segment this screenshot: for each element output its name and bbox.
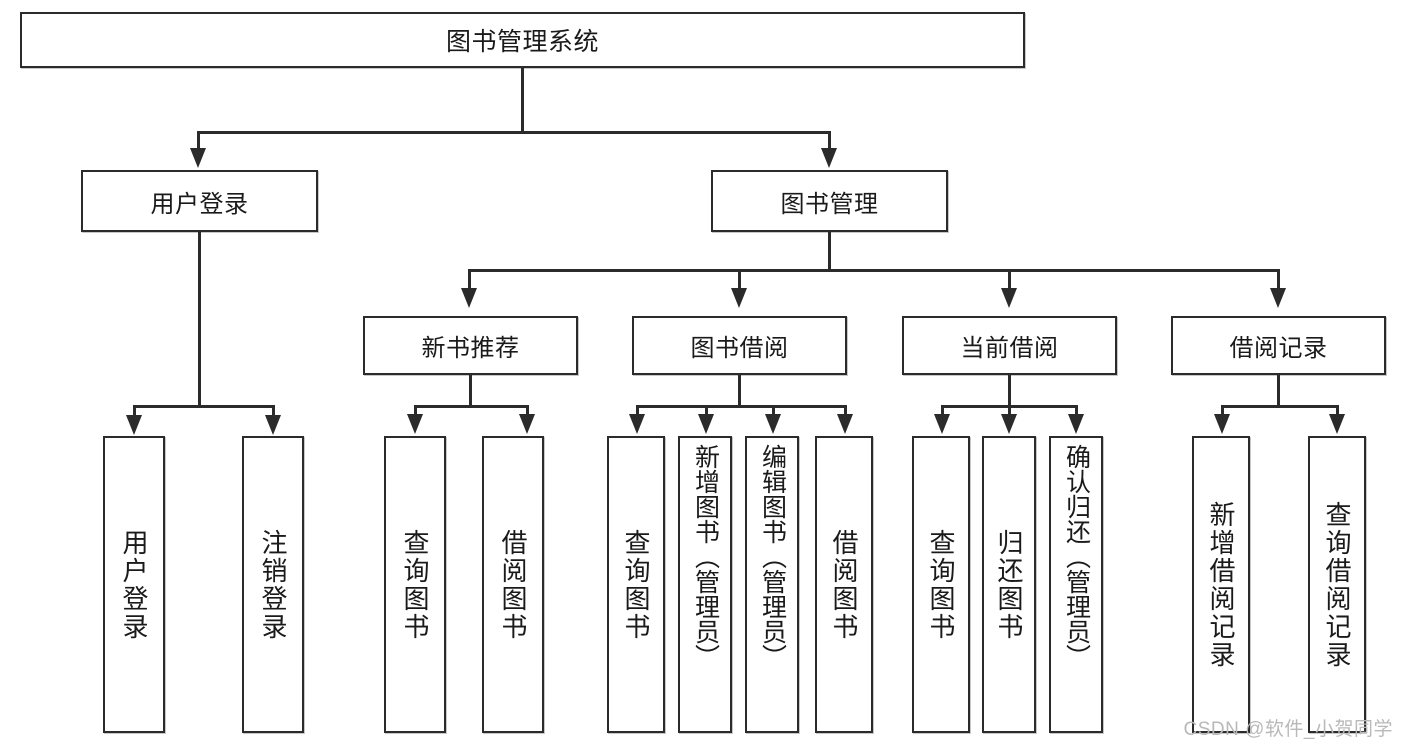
connector-bm-to-new-book	[468, 269, 471, 293]
leaf-user-login[interactable]: 用户登录	[103, 436, 165, 733]
node-label: 编辑图书（管理员）	[758, 444, 787, 669]
node-label: 查询借阅记录	[1322, 500, 1353, 669]
csdn-watermark: CSDN @软件_小贺同学	[1183, 719, 1393, 740]
node-book-borrow[interactable]: 图书借阅	[632, 316, 847, 375]
connector-bm-to-borrow-record	[1277, 269, 1280, 293]
node-label: 图书管理	[780, 190, 879, 218]
connector-book-manage-bar	[468, 269, 1280, 272]
leaf-return-book[interactable]: 归还图书	[982, 436, 1036, 733]
connector-cb-to-leaf-3	[1075, 405, 1078, 419]
connector-nbr-to-leaf-2	[526, 405, 529, 419]
node-label: 当前借阅	[960, 335, 1059, 362]
connector-nbr-bar	[414, 405, 529, 408]
node-user-login[interactable]: 用户登录	[81, 170, 318, 232]
connector-bb-to-leaf-2	[705, 405, 708, 419]
arrowhead-br-leaf-1	[1214, 414, 1230, 434]
node-label: 查询图书	[400, 528, 431, 641]
connector-root-to-book-manage	[828, 131, 831, 153]
arrowhead-user-login-leaf-1	[126, 415, 142, 435]
connector-bb-stem	[738, 375, 741, 407]
node-label: 查询图书	[621, 528, 652, 641]
connector-nbr-stem	[469, 375, 472, 407]
connector-book-manage-stem	[828, 232, 831, 271]
node-label: 注销登录	[258, 528, 289, 641]
arrowhead-nbr-leaf-1	[407, 414, 423, 434]
arrowhead-bb-leaf-4	[837, 414, 853, 434]
connector-nbr-to-leaf-1	[414, 405, 417, 419]
connector-br-stem	[1277, 375, 1280, 407]
node-label: 用户登录	[119, 528, 150, 641]
connector-user-login-stem	[198, 232, 201, 408]
node-label: 图书管理系统	[445, 28, 599, 56]
connector-user-login-bar	[133, 405, 275, 408]
node-label: 借阅图书	[829, 528, 860, 641]
leaf-borrow-book-bb[interactable]: 借阅图书	[815, 436, 873, 733]
arrowhead-bb-leaf-2	[698, 414, 714, 434]
connector-user-login-to-leaf-2	[272, 405, 275, 421]
connector-br-to-leaf-1	[1221, 405, 1224, 419]
leaf-query-borrow-record[interactable]: 查询借阅记录	[1308, 436, 1366, 733]
arrowhead-cb-leaf-3	[1068, 414, 1084, 434]
leaf-confirm-return-admin[interactable]: 确认归还（管理员）	[1049, 436, 1103, 733]
leaf-logout-login[interactable]: 注销登录	[242, 436, 304, 733]
leaf-query-book-nbr[interactable]: 查询图书	[384, 436, 446, 733]
arrowhead-cb-leaf-1	[934, 414, 950, 434]
connector-cb-to-leaf-2	[1008, 405, 1011, 419]
leaf-edit-book-admin[interactable]: 编辑图书（管理员）	[745, 436, 799, 733]
connector-root-bar	[197, 131, 830, 134]
connector-bm-to-book-borrow	[738, 269, 741, 293]
leaf-borrow-book-nbr[interactable]: 借阅图书	[482, 436, 544, 733]
leaf-query-book-cb[interactable]: 查询图书	[912, 436, 970, 733]
arrowhead-bm-to-borrow-record	[1270, 288, 1286, 308]
leaf-query-book-bb[interactable]: 查询图书	[607, 436, 665, 733]
connector-root-to-user-login	[197, 131, 200, 153]
connector-cb-stem	[1008, 375, 1011, 407]
connector-cb-to-leaf-1	[941, 405, 944, 419]
node-root-system[interactable]: 图书管理系统	[20, 12, 1025, 68]
node-label: 用户登录	[150, 190, 249, 218]
leaf-add-borrow-record[interactable]: 新增借阅记录	[1192, 436, 1250, 733]
arrowhead-br-leaf-2	[1329, 414, 1345, 434]
node-label: 借阅图书	[498, 528, 529, 641]
node-label: 确认归还（管理员）	[1062, 444, 1091, 669]
node-label: 归还图书	[994, 528, 1025, 641]
node-new-book-recommend[interactable]: 新书推荐	[363, 316, 578, 375]
connector-user-login-to-leaf-1	[133, 405, 136, 421]
leaf-add-book-admin[interactable]: 新增图书（管理员）	[678, 436, 732, 733]
node-current-borrow[interactable]: 当前借阅	[902, 316, 1117, 375]
node-label: 新增图书（管理员）	[691, 444, 720, 669]
connector-bb-to-leaf-3	[772, 405, 775, 419]
node-label: 查询图书	[926, 528, 957, 641]
connector-br-bar	[1221, 405, 1339, 408]
arrowhead-user-login-leaf-2	[265, 415, 281, 435]
arrowhead-bm-to-current-borrow	[1001, 288, 1017, 308]
connector-bb-bar	[636, 405, 847, 408]
arrowhead-cb-leaf-2	[1001, 414, 1017, 434]
connector-bb-to-leaf-1	[636, 405, 639, 419]
node-label: 图书借阅	[690, 335, 789, 362]
node-label: 新增借阅记录	[1206, 500, 1237, 669]
connector-root-stem	[521, 68, 524, 132]
arrowhead-bb-leaf-1	[629, 414, 645, 434]
connector-bm-to-current-borrow	[1008, 269, 1011, 293]
arrowhead-root-to-user-login	[190, 148, 206, 168]
connector-bb-to-leaf-4	[844, 405, 847, 419]
arrowhead-nbr-leaf-2	[519, 414, 535, 434]
node-label: 新书推荐	[421, 335, 520, 362]
arrowhead-root-to-book-manage	[821, 148, 837, 168]
arrowhead-bb-leaf-3	[765, 414, 781, 434]
arrowhead-bm-to-new-book	[461, 288, 477, 308]
connector-br-to-leaf-2	[1336, 405, 1339, 419]
node-label: 借阅记录	[1229, 335, 1328, 362]
node-book-management[interactable]: 图书管理	[711, 170, 948, 232]
node-borrow-record[interactable]: 借阅记录	[1171, 316, 1386, 375]
arrowhead-bm-to-book-borrow	[731, 288, 747, 308]
